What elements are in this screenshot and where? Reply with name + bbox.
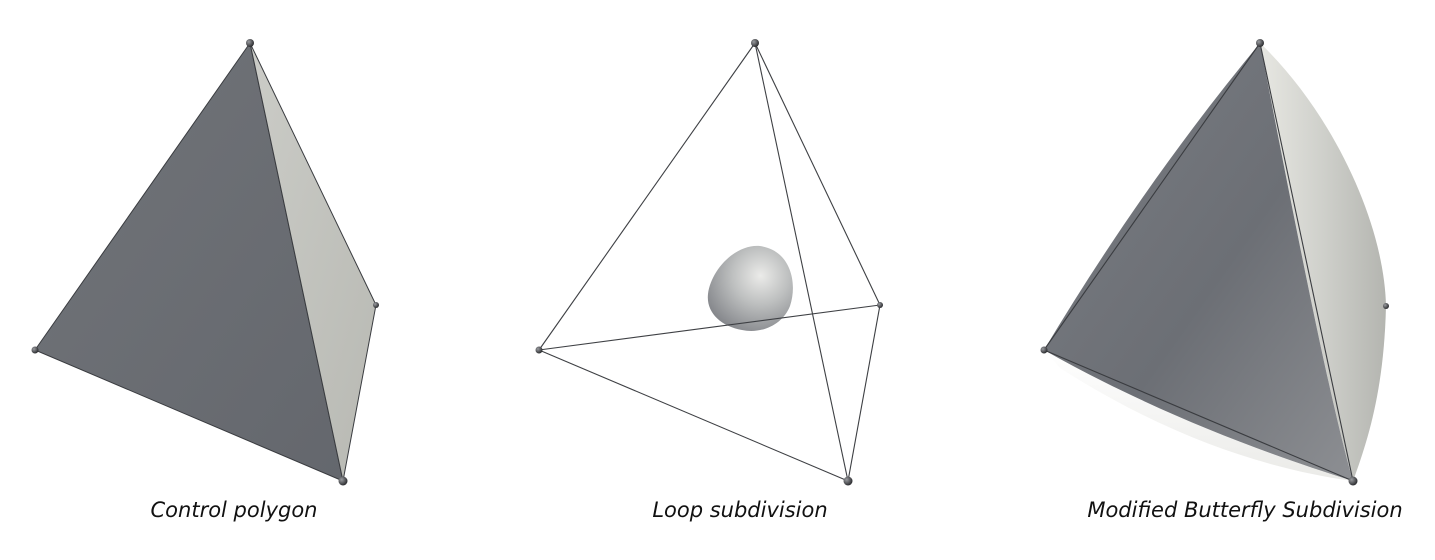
butterfly-edges — [1043, 42, 1354, 482]
loop-vertex-right — [877, 302, 883, 308]
butterfly-vertex-top — [1256, 39, 1264, 47]
control-vertex-bottom — [338, 476, 348, 486]
control-vertex-left — [31, 346, 39, 354]
butterfly-vertex-bottom — [1348, 476, 1358, 486]
butterfly-vertex-right — [1383, 303, 1389, 309]
control-polygon-side-face — [249, 42, 377, 482]
loop-wireframe — [538, 42, 881, 482]
caption-control-polygon: Control polygon — [150, 498, 318, 522]
control-polygon-panel — [31, 39, 379, 486]
loop-limit-surface — [707, 245, 793, 331]
loop-vertex-top — [751, 39, 759, 47]
loop-subdivision-panel — [535, 39, 883, 486]
control-vertex-right — [373, 302, 379, 308]
loop-vertex-left — [535, 346, 543, 354]
loop-back-edge — [538, 304, 881, 351]
caption-loop-subdivision: Loop subdivision — [652, 498, 828, 522]
butterfly-panel — [1040, 39, 1389, 486]
caption-modified-butterfly: Modified Butterfly Subdivision — [1087, 498, 1403, 522]
butterfly-side-face — [1260, 43, 1386, 481]
butterfly-vertex-left — [1040, 346, 1048, 354]
control-vertex-top — [246, 39, 254, 47]
butterfly-front-face — [1044, 43, 1353, 481]
loop-vertex-bottom — [843, 476, 853, 486]
